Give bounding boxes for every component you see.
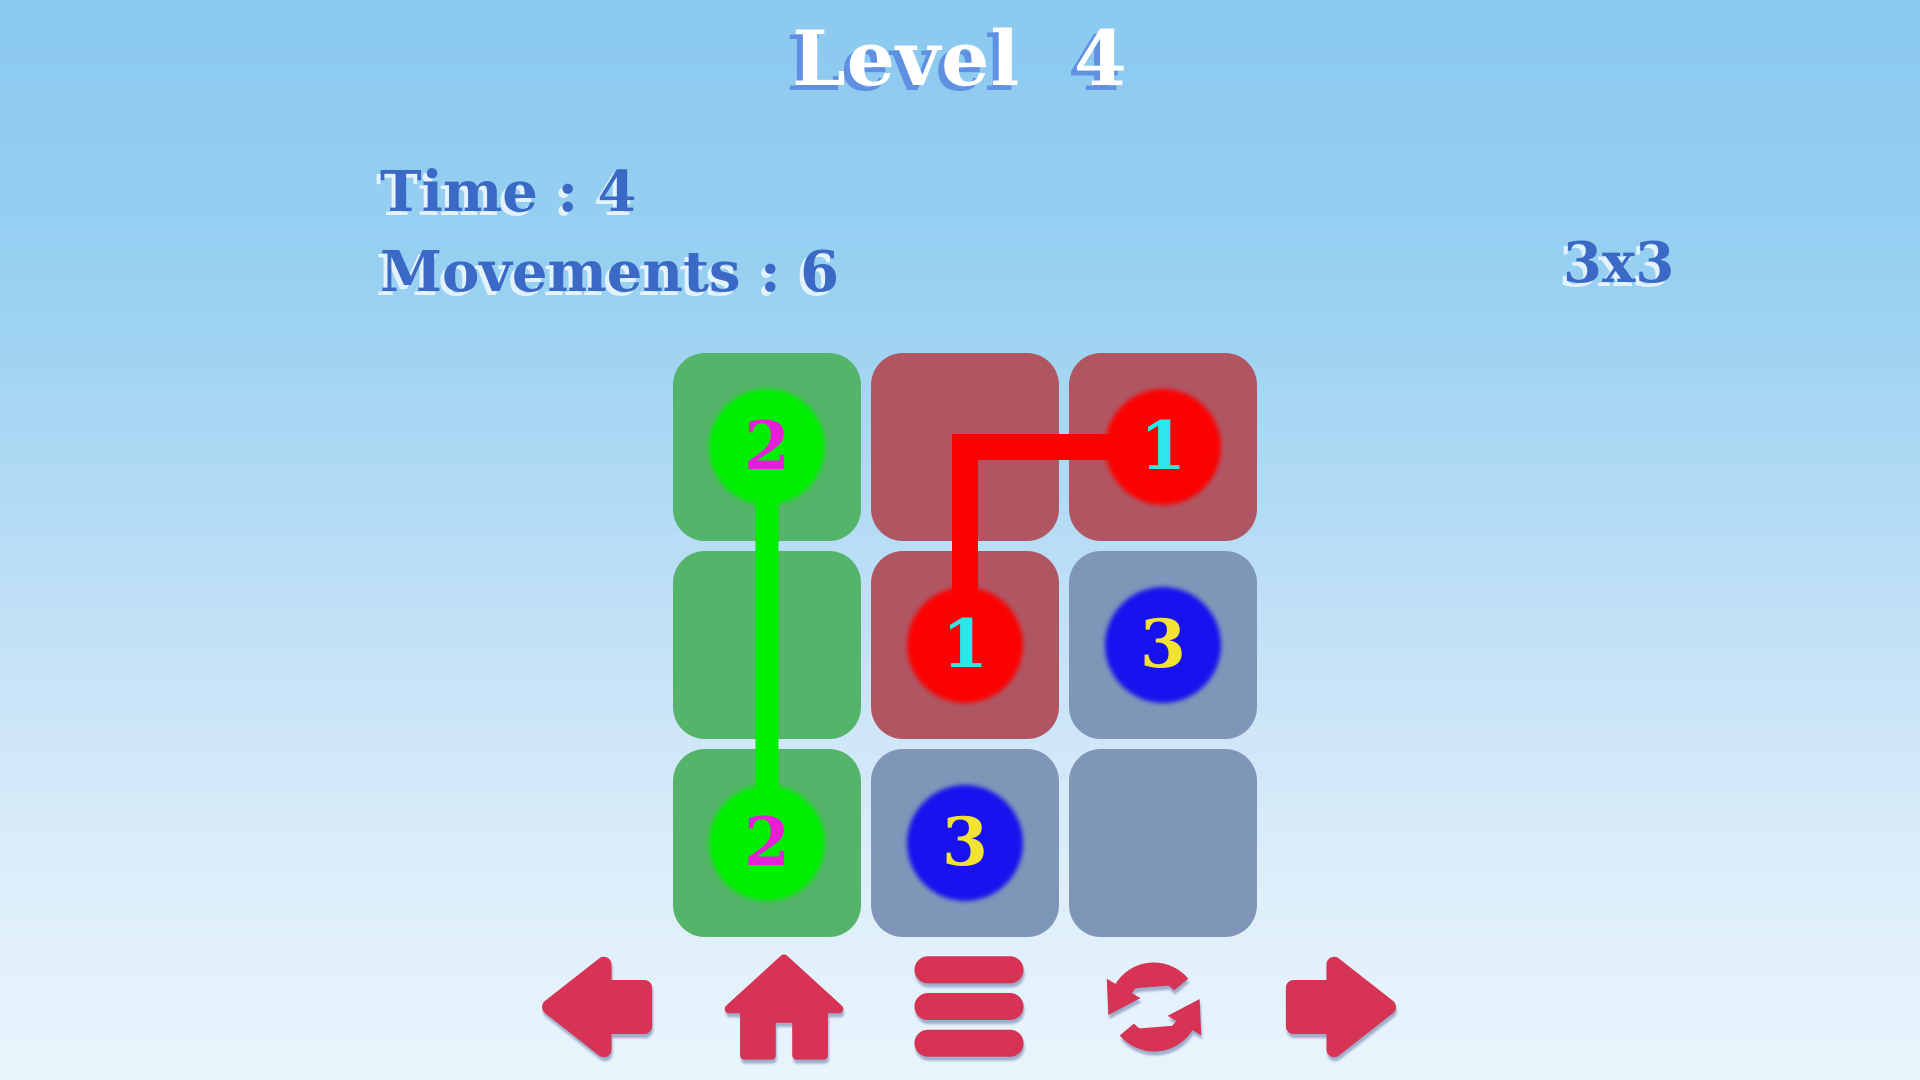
time-stat: Time : 4 [380,152,839,232]
board-cell-r0c0[interactable]: 2 [673,353,861,541]
home-button[interactable] [718,948,850,1066]
right-arrow-icon [1285,956,1396,1058]
board-cell-r2c2[interactable] [1069,749,1257,937]
next-button[interactable] [1273,948,1405,1066]
menu-icon [914,956,1024,1057]
board-cell-r0c1[interactable] [871,353,1059,541]
movements-label: Movements [380,239,741,305]
time-value: 4 [597,159,637,225]
board-cell-r1c0[interactable] [673,551,861,739]
time-label: Time [380,159,538,225]
dot-number: 2 [744,407,790,485]
dot-green[interactable]: 2 [709,785,825,901]
dot-number: 1 [942,605,988,683]
dot-blue[interactable]: 3 [907,785,1023,901]
dot-number: 2 [744,803,790,881]
board-cell-r1c2[interactable]: 3 [1069,551,1257,739]
separator: : [537,159,598,225]
restart-button[interactable] [1088,948,1220,1066]
levels-button[interactable] [903,948,1035,1066]
refresh-icon [1106,962,1202,1052]
board-cell-r2c0[interactable]: 2 [673,749,861,937]
dot-green[interactable]: 2 [709,389,825,505]
stats-panel: Time : 4 Movements : 6 [380,152,839,312]
dot-circle [907,785,1023,901]
board-cell-r1c1[interactable]: 1 [871,551,1059,739]
toolbar [533,946,1405,1068]
grid-size-label: 3x3 [1563,230,1675,296]
separator: : [740,239,801,305]
puzzle-board: 2 1 1 3 2 3 [673,353,1257,937]
board-cell-r0c2[interactable]: 1 [1069,353,1257,541]
dot-number: 3 [1140,605,1186,683]
dot-blue[interactable]: 3 [1105,587,1221,703]
level-title: Level 4 [792,14,1128,103]
left-arrow-icon [542,956,653,1058]
dot-number: 3 [942,803,988,881]
dot-number: 1 [1140,407,1186,485]
dot-red[interactable]: 1 [1105,389,1221,505]
back-button[interactable] [533,948,665,1066]
dot-red[interactable]: 1 [907,587,1023,703]
home-icon [724,954,844,1060]
movements-stat: Movements : 6 [380,232,839,312]
board-cell-r2c1[interactable]: 3 [871,749,1059,937]
movements-value: 6 [800,239,840,305]
